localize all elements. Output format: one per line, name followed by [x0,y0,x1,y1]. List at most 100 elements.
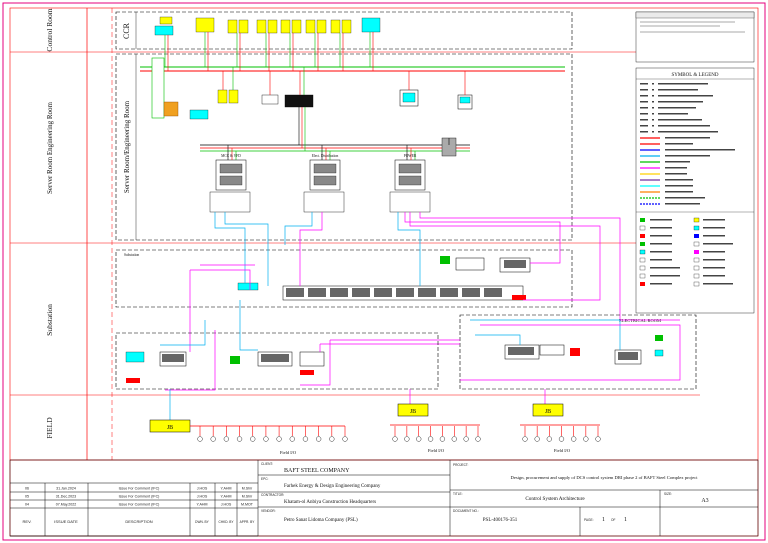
size-value: A3 [701,498,708,504]
vfd-room-area [115,332,439,390]
revision-cell: Y.AHM [197,503,208,507]
page-value: 1 [602,517,605,523]
client-value: BAFT STEEL COMPANY [284,468,350,474]
legend-title: SYMBOL & LEGEND [671,73,718,78]
project-value: Design, procurement and supply of DCS co… [511,475,699,481]
page-label: PAGE: [584,518,594,522]
jb-1-label: JB [167,425,173,431]
legend-line-types [640,137,735,205]
size-label: SIZE: [664,492,672,496]
zone-label-server-room: Server Room Engineering Room [46,101,54,194]
field-instrument [197,436,203,442]
substation-area-label: Substation [124,253,139,257]
rev-header-rev: REV. [23,519,32,524]
electrical-room-panels [504,335,664,365]
field-buses [190,424,600,427]
jb-3: JB [532,403,564,417]
revision-cell: Issue For Comment (IFC) [119,487,160,491]
cabinet-downlinks [214,212,621,320]
project-label: PROJECT: [453,463,469,467]
client-label: CLIENT: [261,462,273,466]
jb-3-label: JB [545,409,551,415]
field-instrument [571,436,577,442]
revision-cell: J.HOS [221,503,232,507]
notes-panel [635,11,755,63]
epc-value: Farhek Energy & Design Engineering Compa… [284,484,381,489]
jb-2-label: JB [410,409,416,415]
revision-cell: 04 [25,503,29,507]
substation-panels [237,256,531,301]
contractor-label: CONTRACTOR: [261,493,284,497]
zone-label-substation: Substation [45,304,54,336]
revision-cell: Issue For Comment (IFC) [119,495,160,499]
controller-cabinets [209,159,431,213]
ccr-workstations [154,16,381,36]
field-instrument [558,436,565,442]
field-instrument [427,436,434,442]
rev-header-desc: DESCRIPTION [125,519,152,524]
ccr-drops [164,32,374,71]
field-instrument [451,436,457,442]
electrical-room-area [459,314,697,390]
zone-label-field: FIELD [45,417,54,439]
substation-area [115,249,573,308]
contractor-value: Khatam-ol Anbiya Construction Headquarte… [284,500,376,505]
title-label: TITLE: [453,492,463,496]
field-instrument [329,436,335,442]
substation-links [189,245,601,340]
revision-cell: 07.May.2022 [56,503,77,507]
field-instrument [316,436,322,442]
field-instrument [583,436,589,442]
mcc3-label: POWER [404,154,417,158]
vendor-label: VENDOR: [261,509,276,513]
revision-cell: J.HOS [197,487,208,491]
revision-cell: Y.AHM [221,495,232,499]
ccr-label: CCR [122,22,131,39]
field-instrument [289,436,295,442]
revision-cell: J.HOS [197,495,208,499]
revision-cell: 05 [25,495,29,499]
jb-2: JB [397,403,429,417]
field-instrument [463,436,469,442]
field-instrument [439,436,446,442]
cabinet-feeds [227,145,416,160]
field-instrument [522,436,528,442]
mcc1-label: MCC & VFD [221,154,241,158]
revision-cell: Y.AHM [221,487,232,491]
field-instrument [392,436,398,442]
notes-lines [640,21,745,33]
electrical-room-links [320,319,681,381]
legend-symbols [639,217,733,287]
ccr-area [115,11,573,50]
field-group-label-2: Field I/O [428,448,445,453]
mcc2-label: Elect. Distribution [312,154,339,158]
legend-panel [635,67,755,314]
field-jb-links [169,389,546,420]
document-no-label: DOCUMENT NO.: [453,509,479,513]
jb-1: JB [149,419,191,433]
of-value: 1 [624,517,627,523]
of-label: OF [611,518,615,522]
revision-cell: Issue For Comment (IFC) [119,503,160,507]
rev-header-appr: APPR. BY [240,520,256,524]
server-drops [222,67,466,151]
vfd-room-links [160,300,331,391]
server-devices [151,57,473,157]
field-instrument [342,436,348,442]
epc-label: EPC: [261,477,269,481]
revision-cell: M.MOT [241,503,254,507]
revision-cell: 31.Jan.2024 [56,487,76,491]
revision-cell: 06 [25,487,29,491]
electrical-room-label: ELECTRICAL ROOM [619,318,661,323]
field-instrument [475,436,481,442]
field-instrument [595,436,601,442]
field-instrument [236,436,243,442]
server-room-label: Server Room/Engineering Room [123,100,131,193]
field-instrument [302,436,309,442]
field-instrument [250,436,256,442]
notes-header [635,11,755,19]
field-instrument [416,436,422,442]
